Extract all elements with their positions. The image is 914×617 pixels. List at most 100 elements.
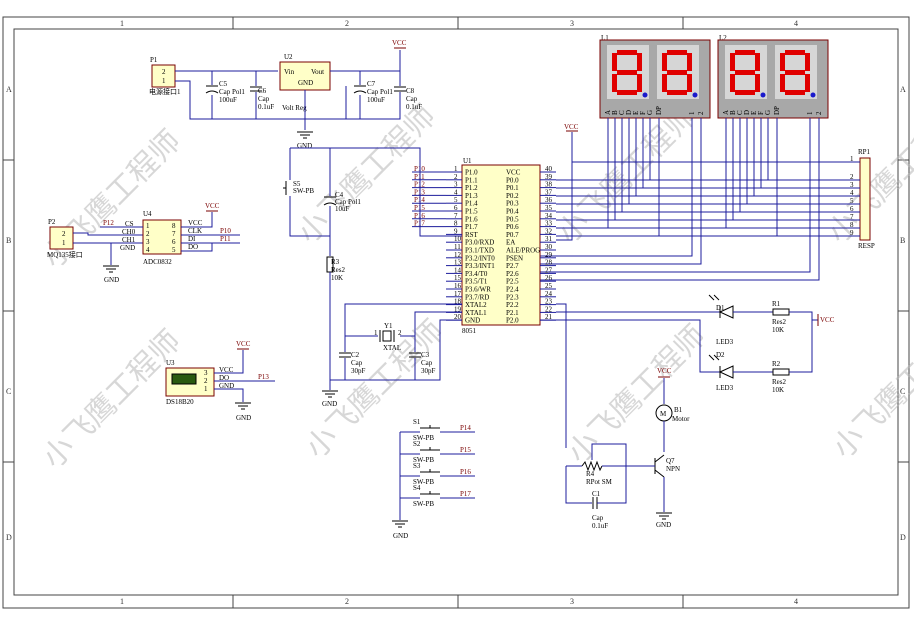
watermark-8: 小飞鹰工程师 (826, 314, 914, 466)
rp1-pin-7: 7 (850, 213, 854, 221)
u1-pin-9-label: RST (465, 231, 479, 239)
u1-pin-16-number: 16 (454, 282, 462, 290)
s5-designator: S5 (293, 180, 301, 188)
u1-pin-26-label: P2.5 (506, 278, 519, 286)
u1-pin-32-number: 32 (545, 227, 553, 235)
u3-pin-3: 3 (204, 369, 208, 377)
u1-pin-27-label: P2.6 (506, 270, 519, 278)
u2-regulator (279, 61, 331, 91)
rp1-name: RESP (858, 242, 875, 250)
gnd-u4: GND (104, 276, 119, 284)
button-S1-type: SW-PB (413, 434, 434, 442)
u1-pin-11-label: P3.1/TXD (465, 247, 494, 255)
u1-pin-21-number: 21 (545, 313, 553, 321)
u4-pin-7: 7 (172, 230, 176, 238)
gnd-crystal: GND (322, 400, 337, 408)
l1-pin-e: E (632, 111, 640, 115)
u2-designator: U2 (284, 53, 293, 61)
c4-value: 10uF (335, 205, 350, 213)
frame-row-c: C (6, 387, 11, 396)
u1-pin-18-number: 18 (454, 298, 462, 306)
u4-do: DO (188, 243, 198, 251)
button-S3-designator: S3 (413, 462, 421, 470)
u1-pin-26-number: 26 (545, 274, 553, 282)
frame-row-a-right: A (900, 85, 906, 94)
l1-pin-a: A (604, 110, 612, 115)
u1-pin-5-label: P1.4 (465, 200, 478, 208)
u1-pin-39-number: 39 (545, 173, 553, 181)
l2-pin-2: 2 (815, 111, 823, 115)
u4-ch1: CH1 (122, 236, 136, 244)
l2-pin-g: G (764, 110, 772, 115)
b1-symbol: M (660, 410, 667, 418)
rp1-pin-2: 2 (850, 173, 854, 181)
button-S3-type: SW-PB (413, 478, 434, 486)
b1-designator: B1 (674, 406, 683, 414)
rp1-pin-9: 9 (850, 229, 854, 237)
u1-pin-34-number: 34 (545, 212, 553, 220)
c3-value: 30pF (421, 367, 436, 375)
c2-designator: C2 (351, 351, 360, 359)
rp1-pin-4: 4 (850, 189, 854, 197)
frame-row-c-right: C (900, 387, 905, 396)
rp1-pin-3: 3 (850, 181, 854, 189)
l2-pin-e: E (750, 111, 758, 115)
u1-pin-23-label: P2.2 (506, 301, 519, 309)
u4-name: ADC0832 (143, 258, 172, 266)
u3-net: P13 (258, 373, 269, 381)
r2-type: Res2 (772, 378, 787, 386)
r4-type: RPot SM (586, 478, 613, 486)
frame-row-b-right: B (900, 236, 905, 245)
u4-di: DI (188, 235, 196, 243)
y1-pin-2: 2 (398, 329, 402, 337)
p2-pin-2: 2 (62, 230, 66, 238)
u3-pin-2: 2 (204, 377, 208, 385)
vcc-top: VCC (392, 39, 407, 47)
button-S2-type: SW-PB (413, 456, 434, 464)
u2-vin: Vin (284, 68, 295, 76)
u1-pin-7-label: P1.6 (465, 215, 478, 223)
crystal-circuit: Y1 1 2 XTAL C2 Cap 30pF C3 Cap 30pF GND (322, 303, 462, 408)
u1-right-pins: 40VCC39P0.038P0.137P0.236P0.335P0.434P0.… (506, 165, 556, 325)
u1-name: 8051 (462, 327, 477, 335)
u4-pin-1: 1 (146, 222, 150, 230)
c5-type: Cap Pol1 (219, 88, 245, 96)
button-S1-designator: S1 (413, 418, 421, 426)
frame-col-1: 1 (120, 19, 124, 28)
l1-pin-b: B (611, 110, 619, 115)
gnd-u3: GND (236, 414, 251, 422)
rp1-pin-6: 6 (850, 205, 854, 213)
u1-pin-13-number: 13 (454, 259, 462, 267)
frame-row-d-right: D (900, 533, 906, 542)
p2-designator: P2 (48, 218, 56, 226)
display-l1: L1 A B C D E F G DP 1 2 (599, 34, 711, 119)
y1-pin-1: 1 (374, 329, 378, 337)
c1-type: Cap (592, 514, 604, 522)
u4-pin-8: 8 (172, 222, 176, 230)
y1-name: XTAL (383, 344, 401, 352)
c4-type: Cap Pol1 (335, 198, 361, 206)
c2-value: 30pF (351, 367, 366, 375)
u2-gnd: GND (298, 79, 313, 87)
u4-cs: CS (125, 220, 134, 228)
c1-designator: C1 (592, 490, 601, 498)
vcc-u4: VCC (205, 202, 220, 210)
frame-col-4-bottom: 4 (794, 597, 798, 606)
frame-col-4: 4 (794, 19, 798, 28)
u1-pin-34-label: P0.5 (506, 215, 519, 223)
l1-pin-dp: DP (655, 106, 663, 115)
vcc-motor: VCC (657, 367, 672, 375)
u1-pin-30-label: ALE/PROG (506, 247, 540, 255)
c7-designator: C7 (367, 80, 376, 88)
u1-pin-33-number: 33 (545, 220, 553, 228)
c2-type: Cap (351, 359, 363, 367)
r1-type: Res2 (772, 318, 787, 326)
u1-pin-22-label: P2.1 (506, 309, 519, 317)
u3-designator: U3 (166, 359, 175, 367)
u4-pin-6: 6 (172, 238, 176, 246)
u1-pin-14-label: P3.4/T0 (465, 270, 488, 278)
u1-pin-20-number: 20 (454, 313, 462, 321)
watermark-7: 小飞鹰工程师 (561, 319, 713, 471)
